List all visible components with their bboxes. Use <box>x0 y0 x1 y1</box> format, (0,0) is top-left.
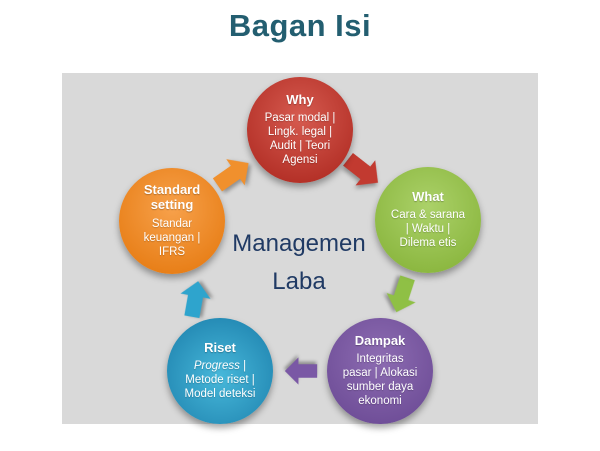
node-what: What Cara & sarana | Waktu | Dilema etis <box>375 167 481 273</box>
arrow-dampak-to-riset-icon <box>284 357 318 385</box>
node-what-body: Cara & sarana | Waktu | Dilema etis <box>390 209 466 250</box>
arrow-why-to-what-icon <box>343 152 378 186</box>
center-label-line1: Managemen <box>232 230 366 257</box>
node-riset-body: Progress | Metode riset | Model deteksi <box>185 359 256 401</box>
node-standard-setting: Standard setting Standar keuangan | IFRS <box>119 168 225 274</box>
arrow-standard-to-why-icon <box>212 159 249 192</box>
node-dampak: Dampak Integritas pasar | Alokasi sumber… <box>327 318 433 424</box>
page-title: Bagan Isi <box>228 8 372 43</box>
node-riset-title: Riset <box>204 339 236 355</box>
node-what-title: What <box>412 188 444 204</box>
diagram-panel: Why Pasar modal | Lingk. legal | Audit |… <box>62 73 538 424</box>
center-label: Managemen Laba <box>214 225 384 301</box>
node-why: Why Pasar modal | Lingk. legal | Audit |… <box>247 77 353 183</box>
node-standard-setting-title: Standard setting <box>143 182 201 212</box>
node-dampak-title: Dampak <box>354 332 406 348</box>
node-riset-body-rest: | Metode riset | Model deteksi <box>184 360 256 401</box>
arrow-what-to-dampak-icon <box>386 275 416 313</box>
node-dampak-body: Integritas pasar | Alokasi sumber daya e… <box>342 353 418 408</box>
node-standard-setting-body: Standar keuangan | IFRS <box>143 217 201 258</box>
arrow-riset-to-standard-icon <box>180 281 211 319</box>
center-label-line2: Laba <box>272 268 326 295</box>
cycle-arrows <box>180 152 416 385</box>
node-riset-body-italic: Progress <box>193 360 240 373</box>
node-riset: Riset Progress | Metode riset | Model de… <box>167 318 273 424</box>
node-why-body: Pasar modal | Lingk. legal | Audit | Teo… <box>264 112 336 167</box>
node-why-title: Why <box>286 91 314 107</box>
